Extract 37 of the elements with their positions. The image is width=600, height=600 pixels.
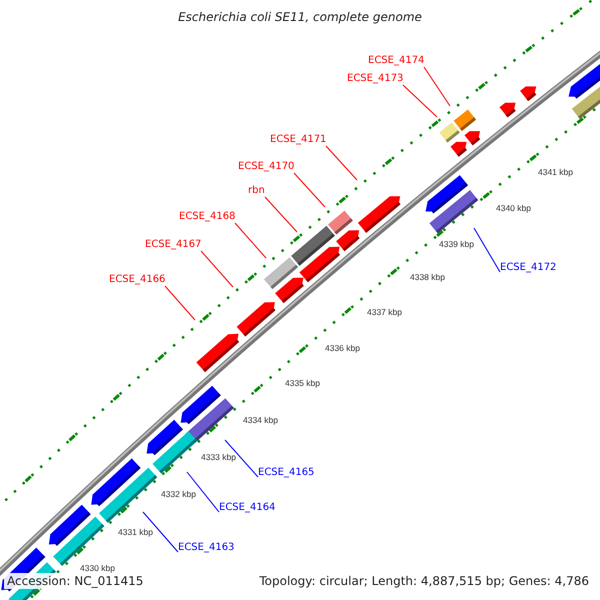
tick-label: 4333 kbp	[201, 452, 236, 462]
leader-line	[424, 66, 450, 106]
tick-label: 4336 kbp	[325, 343, 360, 353]
gene-label: ECSE_4163	[178, 542, 234, 554]
tick-label: 4334 kbp	[243, 415, 278, 425]
gene-label: ECSE_4174	[368, 55, 424, 67]
gene-label: ECSE_4170	[238, 161, 294, 173]
gene-label: ECSE_4166	[109, 274, 166, 286]
leader-line	[402, 84, 438, 118]
tick-label: 4330 kbp	[80, 563, 115, 573]
leader-line	[326, 146, 358, 180]
tick-label: 4341 kbp	[538, 167, 573, 177]
leader-line	[200, 250, 234, 288]
tick-label: 4331 kbp	[118, 527, 153, 537]
leader-line	[234, 222, 266, 258]
gene-label: ECSE_4171	[270, 134, 326, 146]
tick-label: 4338 kbp	[410, 272, 445, 282]
gene-label: ECSE_4167	[145, 239, 202, 251]
tick-label: 4337 kbp	[367, 307, 402, 317]
leader-line	[142, 512, 178, 552]
gene-label: rbn	[248, 185, 265, 197]
leader-line	[186, 472, 220, 512]
map-title: Escherichia coli SE11, complete genome	[177, 10, 423, 24]
leader-line	[164, 286, 196, 320]
gene-label: ECSE_4168	[179, 211, 236, 223]
tick-label: 4332 kbp	[161, 489, 196, 499]
gene-label: ECSE_4165	[258, 467, 314, 479]
gene-label: ECSE_4172	[500, 262, 556, 274]
tick-label: 4339 kbp	[439, 239, 474, 249]
tick-label: 4340 kbp	[496, 203, 531, 213]
leader-line	[264, 196, 298, 232]
tick-label: 4335 kbp	[285, 378, 320, 388]
leader-line	[224, 440, 258, 478]
leader-line	[474, 228, 500, 272]
gene-label: ECSE_4173	[347, 73, 404, 85]
gene-label: ECSE_4164	[219, 502, 276, 514]
leader-line	[294, 172, 326, 208]
